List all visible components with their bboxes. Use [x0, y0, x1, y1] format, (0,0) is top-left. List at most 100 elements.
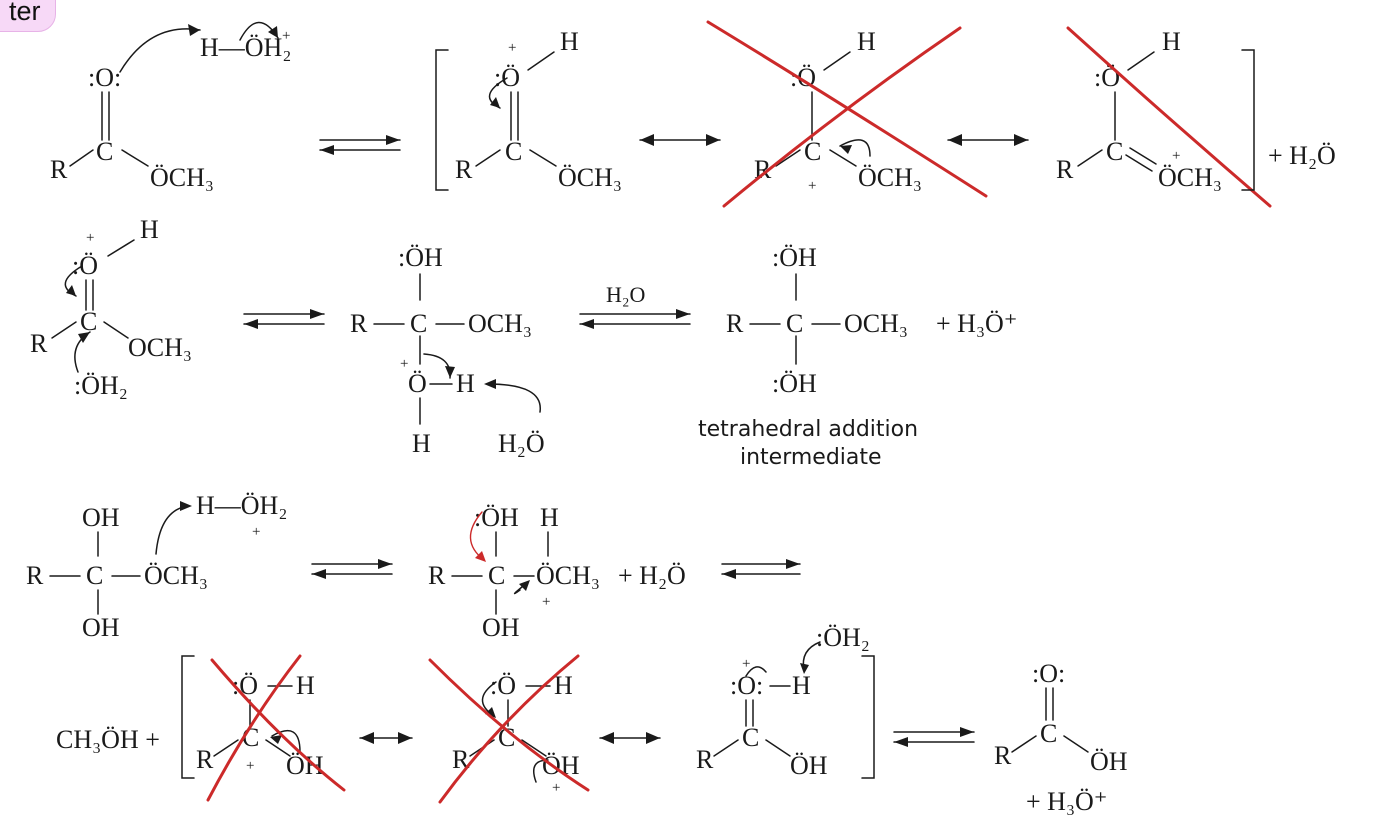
row3-hemiacetal: OH R C ÖCH₃ OH H—ÖH₂ +: [26, 491, 287, 642]
oh-top-5: :ÖH: [398, 243, 443, 272]
oh-bot-8: OH: [482, 613, 520, 642]
plus-9: +: [246, 758, 254, 774]
c-10: C: [498, 723, 515, 752]
label-carbonyl-o: :O:: [88, 63, 121, 92]
row1-protonated-1: + :Ö H C R ÖCH₃: [455, 27, 622, 192]
o-4: :Ö: [72, 251, 98, 280]
plus-3: +: [1172, 148, 1180, 164]
row4-protonated-acid: + :O: H :ÖH₂ C R ÖH: [696, 623, 870, 780]
bracket-right-1: [1241, 49, 1255, 191]
intermediate-caption-1: tetrahedral addition: [698, 417, 918, 442]
label-och3: ÖCH₃: [150, 163, 214, 192]
equilibrium-arrow-1: [319, 135, 401, 155]
och3-2: ÖCH₃: [858, 163, 922, 192]
och3-4: OCH₃: [128, 333, 192, 362]
c-8: C: [488, 561, 505, 590]
och3-8: ÖCH₃: [536, 561, 600, 590]
oh-12: ÖH: [1090, 747, 1128, 776]
row4-carbocation-crossed: :Ö H C + R ÖH: [196, 654, 346, 802]
h-11: H: [792, 671, 811, 700]
water-base-11: :ÖH₂: [816, 623, 870, 652]
plus-7: +: [252, 524, 260, 540]
section-tab-label: ter: [9, 0, 41, 26]
label-h-oh2: H—ÖH₂: [200, 33, 291, 62]
plus-11: +: [742, 656, 750, 672]
r-8: R: [428, 561, 446, 590]
resonance-arrow-2: [947, 134, 1029, 146]
bracket-left-1: [435, 49, 449, 191]
row1-carbocation-crossed: :Ö H C + R ÖCH₃: [706, 20, 988, 208]
oh-top-8: :ÖH: [474, 503, 519, 532]
plus-4: +: [86, 230, 94, 246]
r-5: R: [350, 309, 368, 338]
c-3: C: [1106, 137, 1123, 166]
label-r: R: [50, 155, 68, 184]
plus-8: +: [542, 594, 550, 610]
h-5b: H: [412, 429, 431, 458]
r-7: R: [26, 561, 44, 590]
c-5: C: [410, 309, 427, 338]
plus-10: +: [552, 780, 560, 796]
plus-hydronium-6: + H₃Ö⁺: [936, 309, 1018, 338]
section-tab: ter: [0, 0, 56, 32]
row1-oxonium-crossed: :Ö H C R + ÖCH₃: [1056, 26, 1272, 208]
h-4: H: [140, 215, 159, 244]
label-plus: +: [282, 28, 290, 44]
label-c: C: [96, 137, 113, 166]
row2-tetrahedral-protonated: :ÖH R C OCH₃ + Ö H H H₂Ö: [350, 243, 545, 458]
plus-1: +: [508, 40, 516, 56]
h-1: H: [560, 27, 579, 56]
c-1: C: [505, 137, 522, 166]
h-5: H: [456, 369, 475, 398]
oh-11: ÖH: [790, 751, 828, 780]
oh-top-7: OH: [82, 503, 120, 532]
resonance-arrow-4: [599, 732, 661, 744]
equilibrium-arrow-3: [311, 559, 393, 579]
c-6: C: [786, 309, 803, 338]
o-12: :O:: [1032, 659, 1065, 688]
r-9: R: [196, 745, 214, 774]
r-1: R: [455, 155, 473, 184]
h2o-arrow: H₂O: [579, 282, 691, 329]
o-5: Ö: [408, 369, 427, 398]
c-4: C: [80, 307, 97, 336]
h-8: H: [540, 503, 559, 532]
plus-water-1: + H₂Ö: [1268, 141, 1336, 170]
oh-10: ÖH: [542, 751, 580, 780]
h-10: H: [554, 671, 573, 700]
och3-1: ÖCH₃: [558, 163, 622, 192]
c-2: C: [804, 137, 821, 166]
equilibrium-arrow-2: [243, 309, 325, 329]
row2-protonated: + :Ö H C R OCH₃ :ÖH₂: [30, 215, 192, 400]
h-9: H: [296, 671, 315, 700]
oh-bot-6: :ÖH: [772, 369, 817, 398]
equilibrium-arrow-4: [721, 559, 801, 579]
h-2: H: [857, 27, 876, 56]
c-12: C: [1040, 719, 1057, 748]
equilibrium-arrow-5: [893, 727, 975, 747]
h2o-arrow-label: H₂O: [606, 282, 645, 307]
water-base: H₂Ö: [498, 429, 545, 458]
row1-ester: :O: C R ÖCH₃ H—ÖH₂ +: [50, 21, 291, 192]
plus-hydronium-12: + H₃Ö⁺: [1026, 787, 1108, 816]
row4-oxonium-crossed: :Ö H C R ÖH +: [428, 654, 590, 804]
r-10: R: [452, 745, 470, 774]
intermediate-caption-2: intermediate: [740, 445, 882, 470]
r-11: R: [696, 745, 714, 774]
r-4: R: [30, 329, 48, 358]
methanol-plus: CH₃ÖH +: [56, 725, 160, 754]
bracket-left-2: [181, 655, 195, 779]
oh-top-6: :ÖH: [772, 243, 817, 272]
resonance-arrow-3: [359, 732, 413, 744]
row3-protonated-methoxy: :ÖH H R C ÖCH₃ + OH + H₂Ö: [428, 503, 686, 642]
r-12: R: [994, 741, 1012, 770]
plus-5: +: [400, 356, 408, 372]
och3-7: ÖCH₃: [144, 561, 208, 590]
resonance-arrow-1: [639, 134, 721, 146]
water-attack: :ÖH₂: [74, 371, 128, 400]
och3-3: ÖCH₃: [1158, 163, 1222, 192]
row2-tetrahedral: :ÖH R C OCH₃ + H₃Ö⁺ :ÖH tetrahedral addi…: [698, 243, 1018, 470]
bracket-right-2: [861, 655, 875, 779]
o-3: :Ö: [1094, 63, 1120, 92]
